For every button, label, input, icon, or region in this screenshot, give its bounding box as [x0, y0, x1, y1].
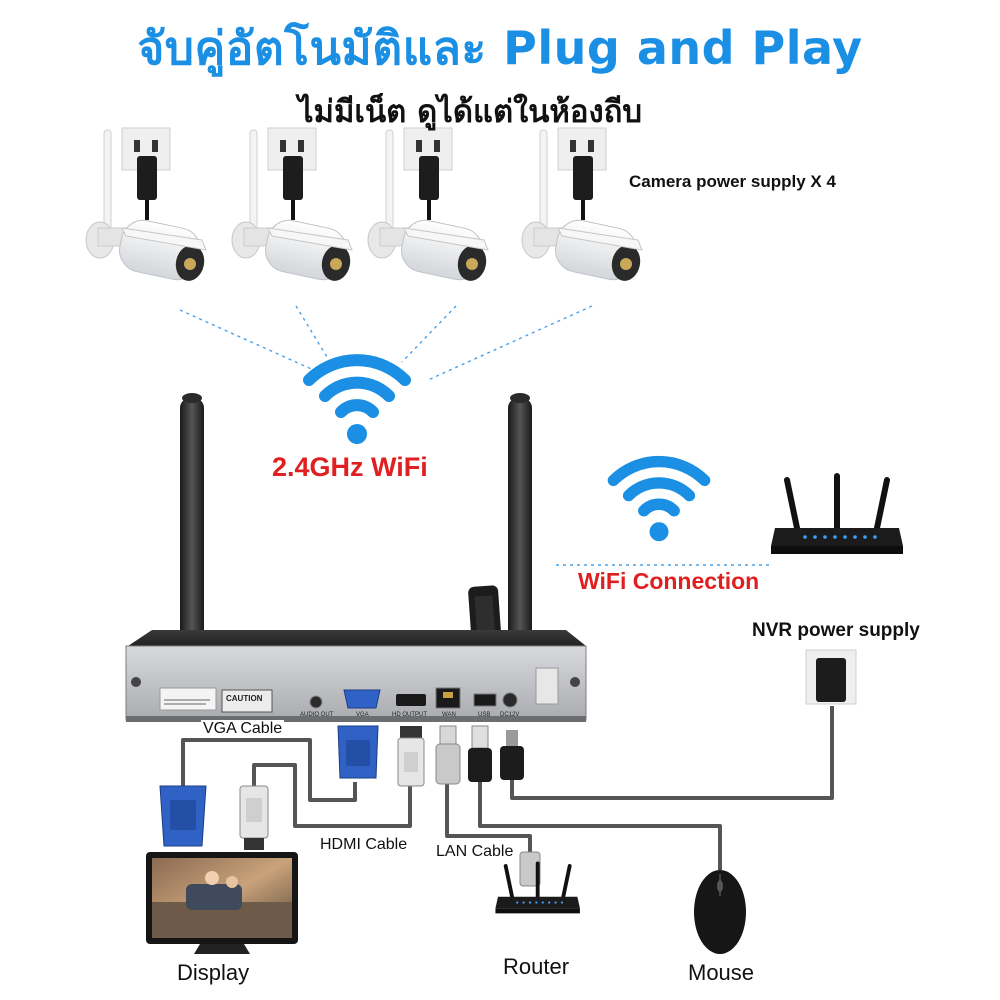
caution-label: CAUTION: [226, 694, 263, 703]
wifi-icon: [613, 462, 704, 542]
hdmi-cable-label: HDMI Cable: [318, 836, 410, 854]
camera-power-supply-label: Camera power supply X 4: [629, 172, 836, 191]
hd-output-port-label: HD OUTPUT: [392, 712, 427, 718]
mouse-label: Mouse: [688, 960, 755, 985]
router-icon: [493, 861, 582, 916]
page-subtitle: ไม่มีเน็ต ดูได้แต่ในห้องถีบ: [297, 94, 643, 130]
nvr-recorder: [125, 393, 587, 722]
dc-connector-icon: [500, 730, 524, 780]
lan-connector-icon: [519, 851, 541, 887]
camera-icon: [230, 126, 356, 286]
cables: [181, 706, 834, 870]
dc12v-port-label: DC12V: [500, 712, 520, 718]
monitor-icon: [146, 852, 298, 954]
usb-port-label: USB: [478, 712, 491, 718]
wan-port-label: WAN: [442, 712, 456, 718]
vga-cable-label: VGA Cable: [201, 720, 285, 738]
vga-port-label: VGA: [356, 712, 369, 718]
vga-connector-icon: [337, 725, 379, 779]
power-plug-icon: [805, 649, 857, 705]
wireless-link-lines: [179, 305, 770, 566]
page-title: จับคู่อัตโนมัติและ Plug and Play: [137, 21, 863, 75]
audio-out-port-label: AUDIO OUT: [300, 712, 334, 718]
wifi-icon: [309, 360, 405, 444]
usb-connector-icon: [468, 725, 492, 782]
lan-connector-icon: [435, 725, 461, 785]
router-icon: [771, 476, 903, 554]
router-label: Router: [503, 954, 570, 979]
mouse-icon: [694, 870, 746, 954]
lan-cable-label: LAN Cable: [434, 843, 516, 861]
camera-icon: [84, 126, 210, 286]
camera-icon: [366, 126, 492, 286]
wifi-connection-label: WiFi Connection: [578, 568, 760, 594]
hdmi-connector-icon: [397, 726, 425, 787]
wifi-band-label: 2.4GHz WiFi: [272, 452, 428, 482]
camera-icon: [520, 126, 646, 286]
display-label: Display: [177, 960, 250, 985]
vga-connector-icon: [159, 785, 207, 847]
hdmi-connector-icon: [239, 785, 269, 850]
nvr-power-supply-label: NVR power supply: [752, 620, 920, 641]
